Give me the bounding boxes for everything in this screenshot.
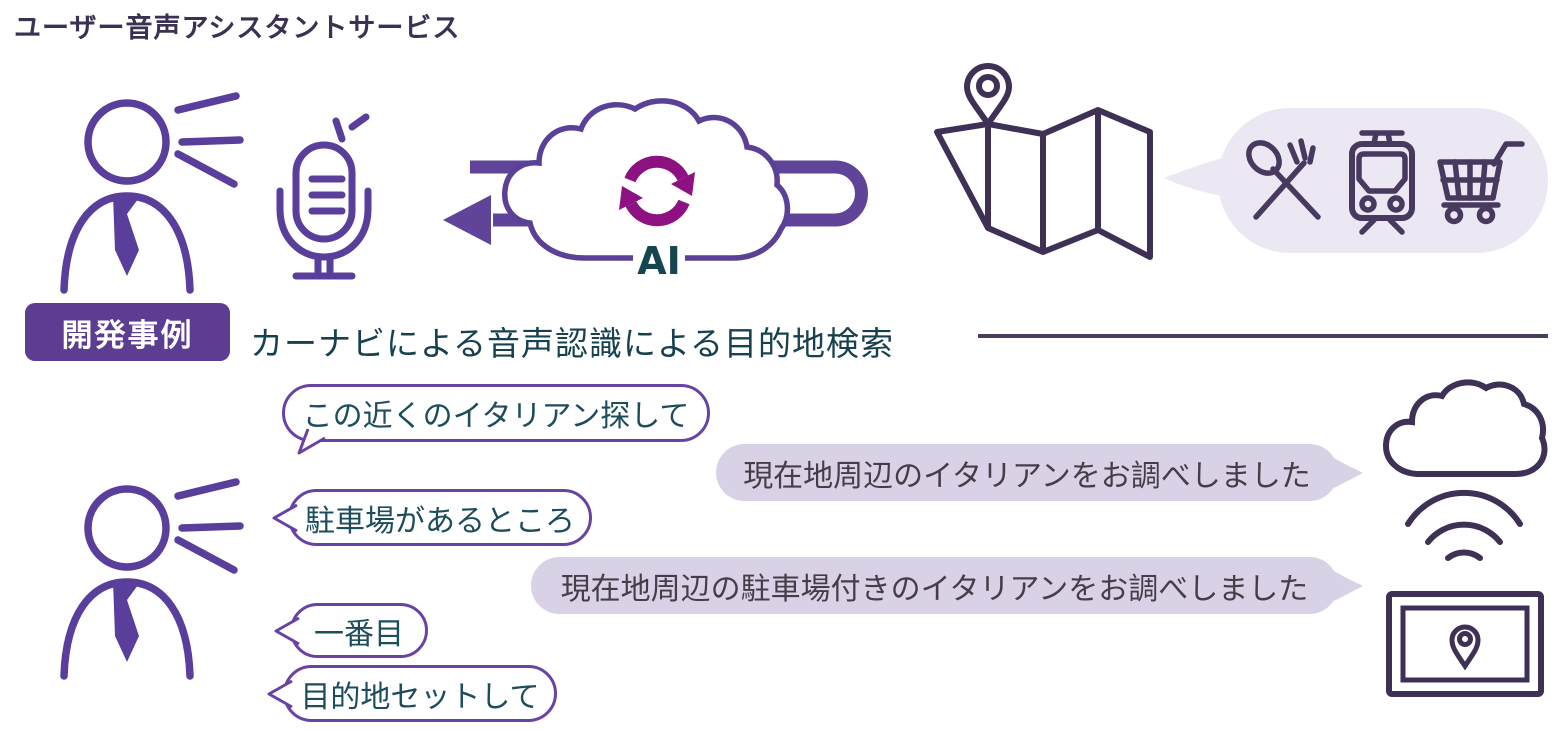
message-text: 目的地セットして [300,679,540,715]
user-message-bubble: 駐車場があるところ [272,489,592,546]
heading-rule [978,334,1548,338]
bubble-tail-left [272,503,298,532]
bubble-tail-left [274,616,300,645]
message-text: 現在地周辺のイタリアンをお調べしました [743,458,1311,494]
speaking-user-icon [60,92,244,294]
car-navigation-display-icon [1386,591,1544,697]
case-heading: カーナビによる音声認識による目的地検索 [250,324,895,363]
poi-category-bubble [1164,108,1548,253]
train-icon [1349,129,1415,235]
message-text: 一番目 [314,616,404,652]
page-title: ユーザー音声アシスタントサービス [14,13,461,44]
message-text: 現在地周辺の駐車場付きのイタリアンをお調べしました [560,571,1309,607]
case-badge: 開発事例 [25,303,230,361]
shopping-cart-icon [1437,141,1525,225]
folded-map-icon [934,63,1153,260]
refresh-icon [619,155,695,227]
assistant-message-bubble: 現在地周辺のイタリアンをお調べしました [716,444,1363,501]
cutlery-icon [1246,137,1321,220]
assistant-message-bubble: 現在地周辺の駐車場付きのイタリアンをお調べしました [531,557,1363,614]
bubble-tail-left [1164,158,1222,196]
microphone-icon [276,113,372,280]
speaking-user-icon [60,478,244,680]
tie-shape [113,195,141,276]
round-trip-arrow-icon [443,160,868,245]
user-message-bubble: この近くのイタリアン探して [282,384,710,455]
wifi-signal-icon [1405,489,1523,561]
user-message-bubble: 一番目 [274,603,428,658]
map-pin-icon [1449,624,1481,671]
bubble-tail-left [267,679,293,708]
cloud-icon [1382,379,1548,477]
user-message-bubble: 目的地セットして [267,665,557,722]
tie-shape [113,581,141,662]
ai-label: AI [637,239,681,283]
bubble-tail-bottom-left [297,428,326,455]
ai-cloud-roundtrip-icon: AI [443,98,868,283]
bubble-tail-right [1334,570,1363,601]
message-text: この近くのイタリアン探して [302,399,690,434]
message-text: 駐車場があるところ [305,503,575,539]
ai-cloud-icon [502,98,791,261]
bubble-tail-right [1334,457,1363,488]
